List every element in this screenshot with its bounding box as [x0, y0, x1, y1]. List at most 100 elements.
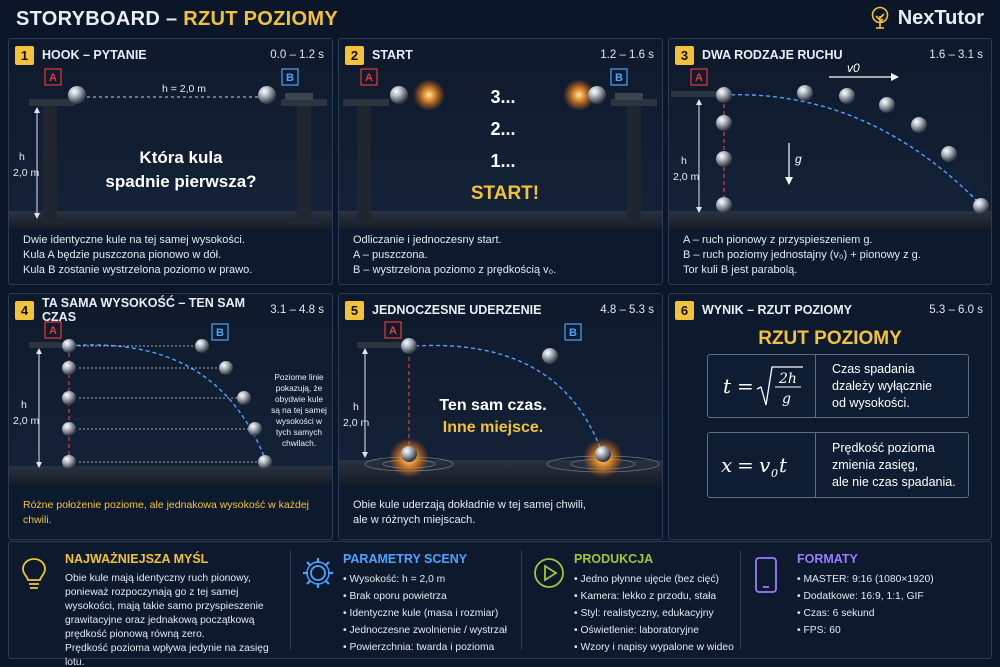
section-formats: FORMATY MASTER: 9:16 (1080×1920) Dodatko…: [741, 542, 991, 658]
idea-text: Obie kule mają identyczny ruch pionowy, …: [65, 573, 269, 667]
lightbulb-icon: [22, 558, 46, 589]
panel-2-scene: A B 3... 2... 1... START!: [339, 39, 662, 229]
svg-text:obydwie kule: obydwie kule: [275, 394, 323, 404]
panel-2-header: 2 START 1.2 – 1.6 s: [345, 45, 654, 65]
svg-text:0: 0: [771, 467, 778, 480]
note: Poziome linie pokazują, że obydwie kule …: [271, 372, 327, 448]
formats-title: FORMATY: [797, 552, 858, 566]
count-1: 1...: [490, 151, 515, 171]
idea-title: NAJWAŻNIEJSZA MYŚL: [65, 552, 209, 566]
svg-text:są na tej samej: są na tej samej: [271, 405, 327, 415]
ball-a: [68, 86, 86, 104]
params-title: PARAMETRY SCENY: [343, 552, 468, 566]
svg-text:B: B: [216, 327, 224, 339]
svg-text:pokazują, że: pokazują, że: [276, 383, 323, 393]
g-label: g: [795, 152, 802, 166]
section-production: PRODUKCJA Jedno płynne ujęcie (bez cięć)…: [522, 542, 740, 658]
play-icon: [534, 558, 564, 588]
panel-3-scene: A v0 g h 2,0 m: [669, 39, 991, 229]
v0-label: v0: [847, 61, 860, 75]
brand: NexTutor: [868, 6, 984, 30]
svg-text:A: A: [695, 72, 703, 84]
formula-time: t = 2h g Czas spadania dzależy wyłącznie…: [707, 354, 969, 418]
brand-name: NexTutor: [897, 6, 984, 29]
svg-text:2,0 m: 2,0 m: [13, 415, 40, 427]
panel-4-header: 4 TA SAMA WYSOKOŚĆ – TEN SAM CZAS 3.1 – …: [15, 296, 324, 324]
svg-text:g: g: [782, 391, 791, 407]
panel-3-caption: A – ruch pionowy z przyspieszeniem g. B …: [683, 234, 921, 276]
question-line-2: spadnie pierwsza?: [105, 172, 256, 191]
production-title: PRODUKCJA: [574, 552, 654, 566]
formula-t: t = 2h g: [708, 355, 816, 417]
formula-x: x = v 0 t: [708, 433, 816, 497]
panel-6: 6 WYNIK – RZUT POZIOMY 5.3 – 6.0 s RZUT …: [668, 293, 992, 540]
panel-1-header: 1 HOOK – PYTANIE 0.0 – 1.2 s: [15, 45, 324, 65]
svg-text:t: t: [779, 453, 788, 477]
panel-5-caption: Obie kule uderzają dokładnie w tej samej…: [353, 499, 586, 526]
formula-range: x = v 0 t Prędkość pozioma zmienia zasię…: [707, 432, 969, 498]
page-title: STORYBOARD – RZUT POZIOMY: [16, 8, 338, 30]
svg-text:=: =: [737, 374, 754, 398]
label-b: B: [286, 72, 294, 84]
panel-number: 1: [15, 45, 34, 65]
panel-5-header: 5 JEDNOCZESNE UDERZENIE 4.8 – 5.3 s: [345, 300, 654, 320]
h-value: 2,0 m: [13, 167, 40, 179]
section-idea: NAJWAŻNIEJSZA MYŚL Obie kule mają identy…: [9, 542, 289, 667]
tree-logo-icon: [871, 6, 888, 29]
params-list: Wysokość: h = 2,0 m Brak oporu powietrza…: [343, 574, 506, 659]
svg-text:2,0 m: 2,0 m: [673, 171, 700, 183]
production-list: Jedno płynne ujęcie (bez cięć) Kamera: l…: [574, 574, 733, 659]
question-line-1: Która kula: [139, 148, 223, 167]
svg-text:Poziome linie: Poziome linie: [274, 372, 324, 382]
phone-icon: [755, 557, 777, 593]
result-heading: RZUT POZIOMY: [758, 328, 902, 349]
svg-text:A: A: [365, 72, 373, 84]
svg-text:=: =: [737, 453, 754, 477]
panel-2: A B 3... 2... 1... START! 2 START 1.2 – …: [338, 38, 663, 285]
panel-title: HOOK – PYTANIE: [42, 48, 147, 62]
count-3: 3...: [490, 87, 515, 107]
panel-2-caption: Odliczanie i jednoczesny start. A – pusz…: [353, 234, 557, 276]
panel-1: A B h = 2,0 m h 2,0 m Która kula spadnie…: [8, 38, 333, 285]
gear-icon: [303, 558, 333, 588]
svg-text:x: x: [721, 453, 732, 477]
svg-text:h: h: [21, 399, 27, 411]
formats-list: MASTER: 9:16 (1080×1920) Dodatkowe: 16:9…: [797, 574, 933, 642]
panel-1-caption: Dwie identyczne kule na tej samej wysoko…: [23, 234, 253, 276]
panel-4-scene: A B h 2,0 m Poziome linie pokazują, że o…: [9, 294, 332, 484]
height-eq: h = 2,0 m: [162, 83, 206, 95]
svg-text:wysokości w: wysokości w: [275, 416, 323, 426]
panel-4-caption: Różne położenie poziome, ale jednakowa w…: [23, 499, 309, 526]
formula-x-text: Prędkość pozioma zmienia zasięg, ale nie…: [832, 440, 956, 489]
panel-4: A B h 2,0 m Poziome linie pokazują, że o…: [8, 293, 333, 540]
svg-text:2,0 m: 2,0 m: [343, 417, 370, 429]
svg-text:B: B: [569, 327, 577, 339]
formula-t-text: Czas spadania dzależy wyłącznie od wysok…: [832, 361, 933, 410]
h-label: h: [19, 151, 25, 163]
section-params: PARAMETRY SCENY Wysokość: h = 2,0 m Brak…: [291, 542, 521, 658]
other-place: Inne miejsce.: [443, 419, 544, 436]
ball-b: [258, 86, 276, 104]
svg-text:h: h: [353, 401, 359, 413]
panel-1-scene: A B h = 2,0 m h 2,0 m Która kula spadnie…: [9, 39, 332, 229]
panel-3-header: 3 DWA RODZAJE RUCHU 1.6 – 3.1 s: [675, 45, 983, 65]
svg-text:t: t: [723, 374, 732, 398]
svg-text:A: A: [49, 325, 57, 337]
svg-text:tych samych: tych samych: [276, 427, 322, 437]
svg-text:h: h: [681, 155, 687, 167]
info-bar: NAJWAŻNIEJSZA MYŚL Obie kule mają identy…: [8, 541, 992, 667]
panel-5-scene: A B h 2,0 m Ten sam czas. Inne miejsce.: [339, 294, 662, 484]
start-label: START!: [471, 183, 539, 204]
count-2: 2...: [490, 119, 515, 139]
svg-text:2h: 2h: [778, 371, 797, 387]
panel-5: A B h 2,0 m Ten sam czas. Inne miejsce. …: [338, 293, 663, 540]
panel-time: 0.0 – 1.2 s: [270, 49, 324, 61]
label-a: A: [49, 72, 57, 84]
svg-text:v: v: [759, 453, 771, 477]
panel-3: A v0 g h 2,0 m 3 DWA RODZAJE RUCHU 1.6 –…: [668, 38, 992, 285]
svg-text:chwilach.: chwilach.: [282, 438, 316, 448]
svg-text:B: B: [615, 72, 623, 84]
panel-6-header: 6 WYNIK – RZUT POZIOMY 5.3 – 6.0 s: [675, 300, 983, 320]
same-time: Ten sam czas.: [439, 397, 546, 414]
svg-text:A: A: [389, 325, 397, 337]
